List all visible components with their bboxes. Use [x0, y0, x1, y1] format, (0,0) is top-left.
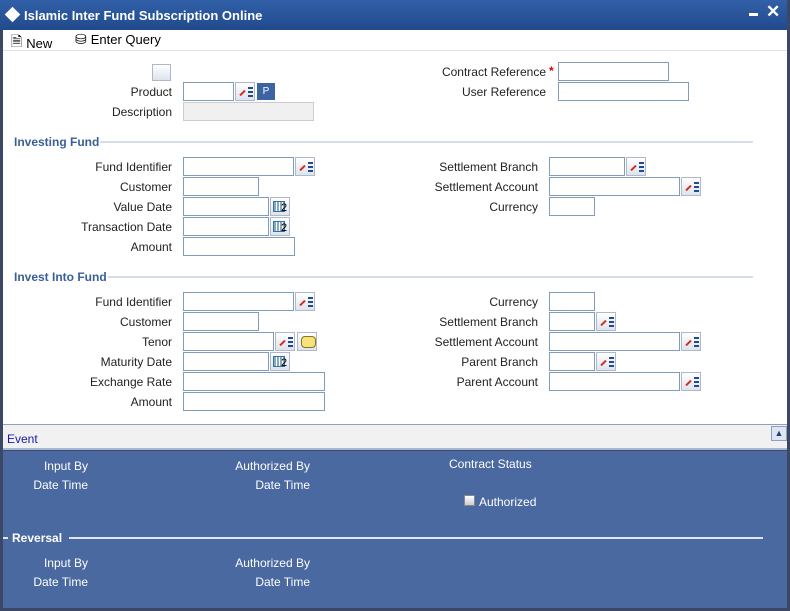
product-p-button[interactable]: P	[257, 83, 275, 100]
minimize-icon[interactable]	[749, 13, 758, 16]
tenor-input[interactable]	[183, 332, 274, 351]
collapse-up-icon[interactable]: ▲	[771, 426, 787, 441]
customer-label: Customer	[119, 315, 172, 329]
reversal-authorized-by-label: Authorized By	[235, 556, 310, 570]
new-label: New	[26, 35, 53, 51]
exchange-rate-input[interactable]	[183, 372, 325, 391]
enter-query-label: Enter Query	[90, 32, 161, 47]
amount-label: Amount	[130, 395, 172, 409]
into-settlement-account-lov-button[interactable]	[681, 332, 701, 351]
product-label: Product	[130, 85, 172, 99]
window-title: Islamic Inter Fund Subscription Online	[24, 8, 263, 23]
fund-identifier-label: Fund Identifier	[95, 160, 172, 174]
settlement-account-label: Settlement Account	[434, 335, 538, 349]
audit-panel: Input By Date Time Authorized By Date Ti…	[3, 451, 787, 608]
parent-branch-input[interactable]	[549, 352, 595, 371]
currency-label: Currency	[489, 295, 538, 309]
investing-amount-input[interactable]	[183, 237, 295, 256]
investing-customer-input[interactable]	[183, 177, 259, 196]
app-diamond-icon	[4, 6, 21, 23]
maturity-date-label: Maturity Date	[100, 355, 172, 369]
toolbar: 🗎New ⛁Enter Query	[3, 30, 787, 51]
investing-fund-identifier-lov-button[interactable]	[295, 157, 315, 176]
transaction-date-calendar-icon[interactable]	[270, 217, 290, 236]
parent-branch-label: Parent Branch	[461, 355, 538, 369]
contract-reference-label: Contract Reference	[441, 65, 546, 79]
tenor-message-icon[interactable]	[297, 332, 317, 351]
maturity-date-input[interactable]	[183, 352, 269, 371]
into-currency-input[interactable]	[549, 292, 595, 311]
contract-reference-input[interactable]	[558, 62, 669, 81]
new-button[interactable]: 🗎New	[11, 31, 52, 55]
form-body	[3, 51, 787, 424]
input-by-label: Input By	[43, 459, 88, 473]
database-query-icon: ⛁	[75, 31, 87, 47]
into-fund-identifier-lov-button[interactable]	[295, 292, 315, 311]
product-detail-icon[interactable]	[152, 64, 171, 81]
section-divider	[108, 276, 753, 278]
reversal-section-title: Reversal	[12, 531, 63, 545]
description-label: Description	[111, 105, 172, 119]
currency-label: Currency	[489, 200, 538, 214]
value-date-calendar-icon[interactable]	[270, 197, 290, 216]
section-divider	[100, 141, 753, 143]
reversal-authorized-date-time-label: Date Time	[255, 575, 310, 589]
settlement-account-label: Settlement Account	[434, 180, 538, 194]
authorized-date-time-label: Date Time	[255, 478, 310, 492]
tenor-lov-button[interactable]	[275, 332, 295, 351]
investing-settlement-account-input[interactable]	[549, 177, 680, 196]
authorized-by-label: Authorized By	[235, 459, 310, 473]
reversal-input-date-time-label: Date Time	[33, 575, 88, 589]
authorized-label: Authorized	[479, 495, 537, 509]
amount-label: Amount	[130, 240, 172, 254]
user-reference-input[interactable]	[558, 82, 689, 101]
parent-account-label: Parent Account	[456, 375, 538, 389]
authorized-checkbox[interactable]	[464, 495, 475, 506]
required-mark: *	[549, 64, 554, 78]
user-reference-label: User Reference	[461, 85, 546, 99]
into-fund-identifier-input[interactable]	[183, 292, 294, 311]
parent-account-input[interactable]	[549, 372, 680, 391]
investing-fund-identifier-input[interactable]	[183, 157, 294, 176]
investing-fund-section-title: Investing Fund	[14, 135, 100, 149]
exchange-rate-label: Exchange Rate	[89, 375, 172, 389]
value-date-input[interactable]	[183, 197, 269, 216]
contract-status-label: Contract Status	[449, 457, 532, 471]
description-input	[183, 102, 314, 121]
investing-settlement-branch-input[interactable]	[549, 157, 625, 176]
new-document-icon: 🗎	[11, 33, 23, 49]
parent-account-lov-button[interactable]	[681, 372, 701, 391]
transaction-date-input[interactable]	[183, 217, 269, 236]
invest-into-fund-section-title: Invest Into Fund	[14, 270, 107, 284]
reversal-input-by-label: Input By	[43, 556, 88, 570]
enter-query-button[interactable]: ⛁Enter Query	[75, 31, 161, 48]
event-link[interactable]: Event	[7, 432, 38, 446]
into-settlement-account-input[interactable]	[549, 332, 680, 351]
input-date-time-label: Date Time	[33, 478, 88, 492]
reversal-divider-left	[3, 537, 8, 539]
transaction-date-label: Transaction Date	[81, 220, 172, 234]
fund-identifier-label: Fund Identifier	[95, 295, 172, 309]
into-customer-input[interactable]	[183, 312, 259, 331]
parent-branch-lov-button[interactable]	[596, 352, 616, 371]
into-settlement-branch-lov-button[interactable]	[596, 312, 616, 331]
event-bar: Event ▲	[3, 424, 787, 450]
investing-currency-input[interactable]	[549, 197, 595, 216]
settlement-branch-label: Settlement Branch	[439, 160, 538, 174]
tenor-label: Tenor	[141, 335, 172, 349]
close-icon[interactable]: ✕	[766, 2, 781, 21]
maturity-date-calendar-icon[interactable]	[270, 352, 290, 371]
value-date-label: Value Date	[113, 200, 172, 214]
product-input[interactable]	[183, 82, 234, 101]
settlement-branch-label: Settlement Branch	[439, 315, 538, 329]
product-lov-button[interactable]	[235, 82, 255, 101]
into-amount-input[interactable]	[183, 392, 325, 411]
investing-settlement-branch-lov-button[interactable]	[626, 157, 646, 176]
customer-label: Customer	[119, 180, 172, 194]
investing-settlement-account-lov-button[interactable]	[681, 177, 701, 196]
into-settlement-branch-input[interactable]	[549, 312, 595, 331]
reversal-divider	[69, 537, 763, 539]
title-bar: Islamic Inter Fund Subscription Online ✕	[0, 0, 787, 30]
